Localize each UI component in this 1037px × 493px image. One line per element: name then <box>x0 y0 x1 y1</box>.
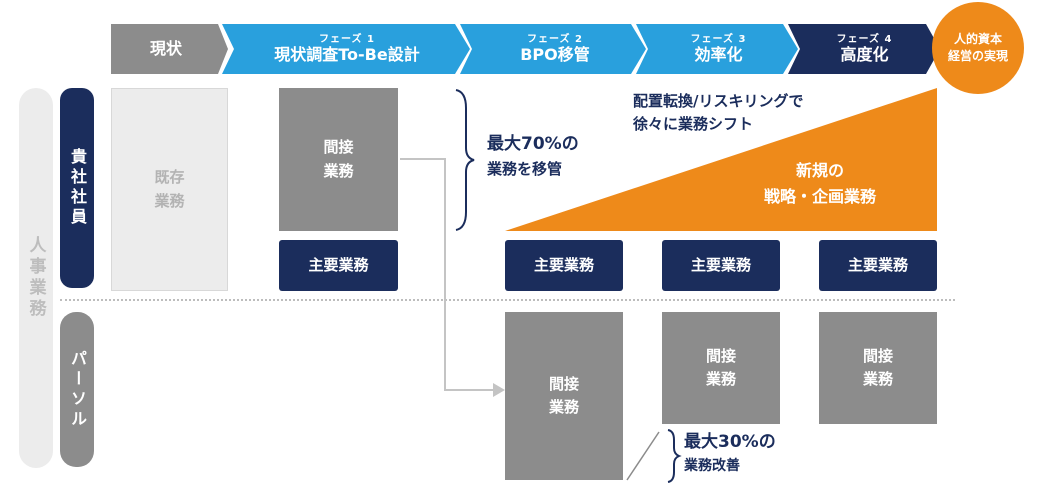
hr-operations-label: 人事業務 <box>19 88 53 468</box>
transfer-line-2: 業務を移管 <box>487 159 563 178</box>
goal-line-2: 経営の実現 <box>947 49 1008 63</box>
transfer-connector <box>400 158 493 391</box>
existing-line-2: 業務 <box>154 191 185 210</box>
transfer-arrowhead <box>493 383 505 397</box>
strategy-line-2: 戦略・企画業務 <box>763 186 876 206</box>
phase-1-label: フェーズ 1 現状調査To-Be設計 <box>232 24 462 74</box>
phase-1-title: 現状調査To-Be設計 <box>274 44 420 64</box>
phase-2-arrow <box>460 24 646 74</box>
persol-label: パーソル <box>60 312 94 467</box>
phase-2-main-box: 主要業務 <box>505 240 623 291</box>
phase-3-title: 効率化 <box>694 44 743 64</box>
phase-current-label: 現状 <box>111 24 221 74</box>
phase-4-number: フェーズ 4 <box>836 34 893 46</box>
phase-arrows <box>111 24 940 74</box>
transfer-line-1: 最大70%の <box>487 134 579 154</box>
improve-guide-line <box>626 431 660 481</box>
phase-current-title: 現状 <box>149 38 182 58</box>
persol-text: パーソル <box>68 349 87 430</box>
main-label: 主要業務 <box>308 255 369 274</box>
transfer-note: 最大70%の 業務を移管 <box>487 132 579 180</box>
existing-operations-box: 既存 業務 <box>111 88 228 291</box>
improve-brace <box>667 429 682 483</box>
phase-3-arrow <box>636 24 798 74</box>
reskill-note: 配置転換/リスキリングで 徐々に業務シフト <box>633 90 803 135</box>
indirect-line-1: 間接 <box>548 374 579 393</box>
reskill-line-1: 配置転換/リスキリングで <box>633 92 804 110</box>
phase-3-main-box: 主要業務 <box>662 240 780 291</box>
transfer-brace <box>455 89 475 231</box>
employees-label: 貴社社員 <box>60 88 94 288</box>
employees-text: 貴社社員 <box>68 148 87 228</box>
phase-3-indirect-box: 間接 業務 <box>662 312 780 424</box>
phase-2-number: フェーズ 2 <box>527 34 583 46</box>
indirect-line-1: 間接 <box>705 346 736 365</box>
indirect-line-1: 間接 <box>323 138 354 157</box>
improve-line-1: 最大30%の <box>684 432 776 452</box>
existing-line-1: 既存 <box>154 168 185 187</box>
main-label: 主要業務 <box>690 255 751 274</box>
indirect-line-2: 業務 <box>323 161 354 180</box>
phase-4-arrow <box>788 24 940 74</box>
phase-4-title: 高度化 <box>840 44 889 64</box>
indirect-line-1: 間接 <box>862 346 893 365</box>
indirect-line-2: 業務 <box>862 370 893 388</box>
phase-1-indirect-box: 間接 業務 <box>279 88 398 231</box>
goal-circle: 人的資本 経営の実現 <box>932 2 1024 94</box>
phase-2-label: フェーズ 2 BPO移管 <box>470 24 640 74</box>
phase-2-indirect-box: 間接 業務 <box>505 312 623 480</box>
strategy-label: 新規の 戦略・企画業務 <box>700 158 940 209</box>
phase-3-number: フェーズ 3 <box>690 34 747 46</box>
strategy-triangle <box>505 88 937 231</box>
hr-operations-text: 人事業務 <box>25 236 46 320</box>
main-label: 主要業務 <box>847 255 908 274</box>
phase-1-main-box: 主要業務 <box>279 240 398 291</box>
phase-2-title: BPO移管 <box>520 44 590 64</box>
phase-1-arrow <box>222 24 470 74</box>
phase-3-label: フェーズ 3 効率化 <box>646 24 791 74</box>
indirect-line-2: 業務 <box>548 398 579 416</box>
phase-4-indirect-box: 間接 業務 <box>819 312 937 424</box>
improve-note: 最大30%の 業務改善 <box>684 430 776 477</box>
row-divider <box>60 299 955 301</box>
main-label: 主要業務 <box>533 255 594 274</box>
phase-4-label: フェーズ 4 高度化 <box>798 24 931 74</box>
strategy-line-1: 新規の <box>795 161 844 180</box>
phase-1-number: フェーズ 1 <box>319 34 375 46</box>
phase-4-main-box: 主要業務 <box>819 240 937 291</box>
indirect-line-2: 業務 <box>705 370 736 388</box>
goal-line-1: 人的資本 <box>953 31 1002 46</box>
reskill-line-2: 徐々に業務シフト <box>633 114 754 133</box>
improve-line-2: 業務改善 <box>684 457 740 474</box>
phase-current-arrow <box>111 24 228 74</box>
